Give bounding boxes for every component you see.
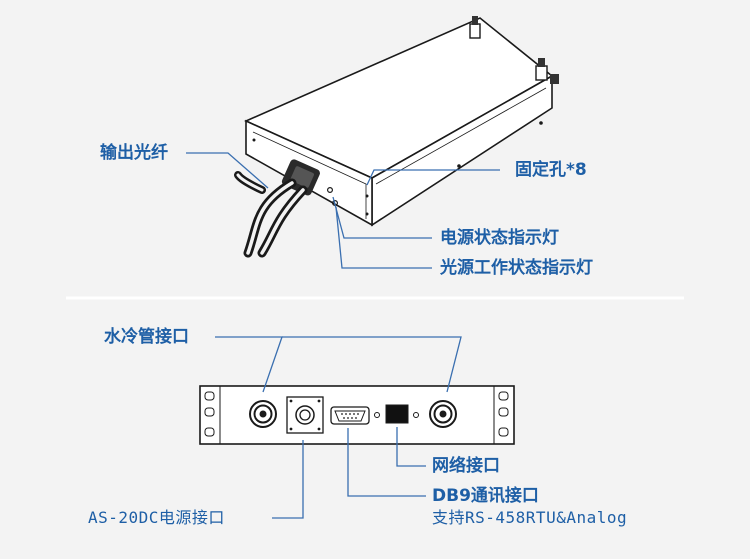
label-power-led: 电源状态指示灯 xyxy=(440,228,559,248)
label-network-port: 网络接口 xyxy=(432,456,500,476)
water-outlet-icon xyxy=(429,400,457,428)
label-water-cooling-port: 水冷管接口 xyxy=(104,327,189,347)
output-fiber-cable xyxy=(234,171,308,258)
device-isometric-view xyxy=(234,16,559,258)
leader-light-led xyxy=(335,206,432,269)
leader-network xyxy=(396,427,426,467)
device-front-panel xyxy=(199,385,515,445)
label-db9-line1: DB9通讯接口 xyxy=(432,486,539,506)
label-power-port: AS-20DC电源接口 xyxy=(88,508,225,527)
leader-lines-bottom xyxy=(215,336,462,519)
leader-db9 xyxy=(347,428,426,497)
leader-power-port xyxy=(272,440,304,519)
water-fitting-icon xyxy=(469,16,481,39)
water-fitting-icon xyxy=(535,58,559,84)
power-connector-icon xyxy=(286,396,324,434)
water-inlet-icon xyxy=(249,400,277,428)
network-port-icon xyxy=(385,404,409,424)
label-fiber-output: 输出光纤 xyxy=(100,143,168,163)
label-light-led: 光源工作状态指示灯 xyxy=(440,258,593,278)
screw-icon xyxy=(457,164,461,168)
leader-lines-top xyxy=(186,152,500,269)
db9-connector-icon xyxy=(330,406,370,425)
label-mounting-holes: 固定孔*8 xyxy=(515,160,587,180)
leader-fiber-output xyxy=(186,152,269,189)
power-led-icon xyxy=(327,187,334,194)
leader-water-left xyxy=(215,336,283,393)
leader-mounting-holes xyxy=(366,169,500,186)
screw-icon xyxy=(539,121,543,125)
label-db9-line2: 支持RS-458RTU&Analog xyxy=(432,508,628,527)
leader-water-right xyxy=(282,336,462,393)
